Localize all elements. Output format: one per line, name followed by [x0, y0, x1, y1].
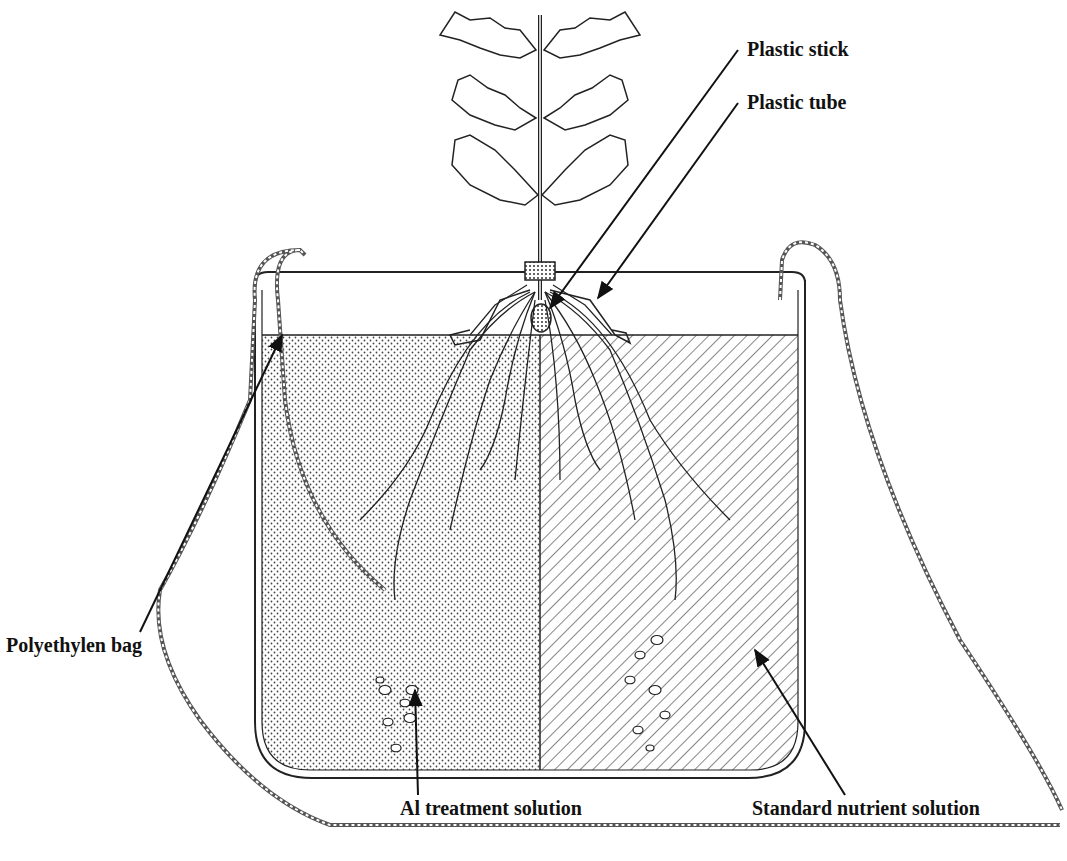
part-label: Standard nutrient solution	[750, 797, 982, 820]
air-bubbles	[376, 636, 670, 752]
container	[255, 280, 805, 778]
part-label: Plastic stick	[745, 38, 851, 61]
plant	[440, 12, 640, 300]
plastic-tube	[450, 290, 630, 345]
polyethylene-bag	[158, 242, 1062, 825]
al-solution	[262, 335, 540, 770]
leader-arrows	[140, 50, 845, 795]
part-label: Al treatment solution	[398, 797, 584, 820]
part-label: Plastic tube	[745, 91, 848, 114]
divider	[539, 335, 541, 770]
nutrient-solution	[540, 335, 798, 770]
roots	[360, 292, 730, 600]
part-label: Polyethylen bag	[4, 634, 144, 657]
